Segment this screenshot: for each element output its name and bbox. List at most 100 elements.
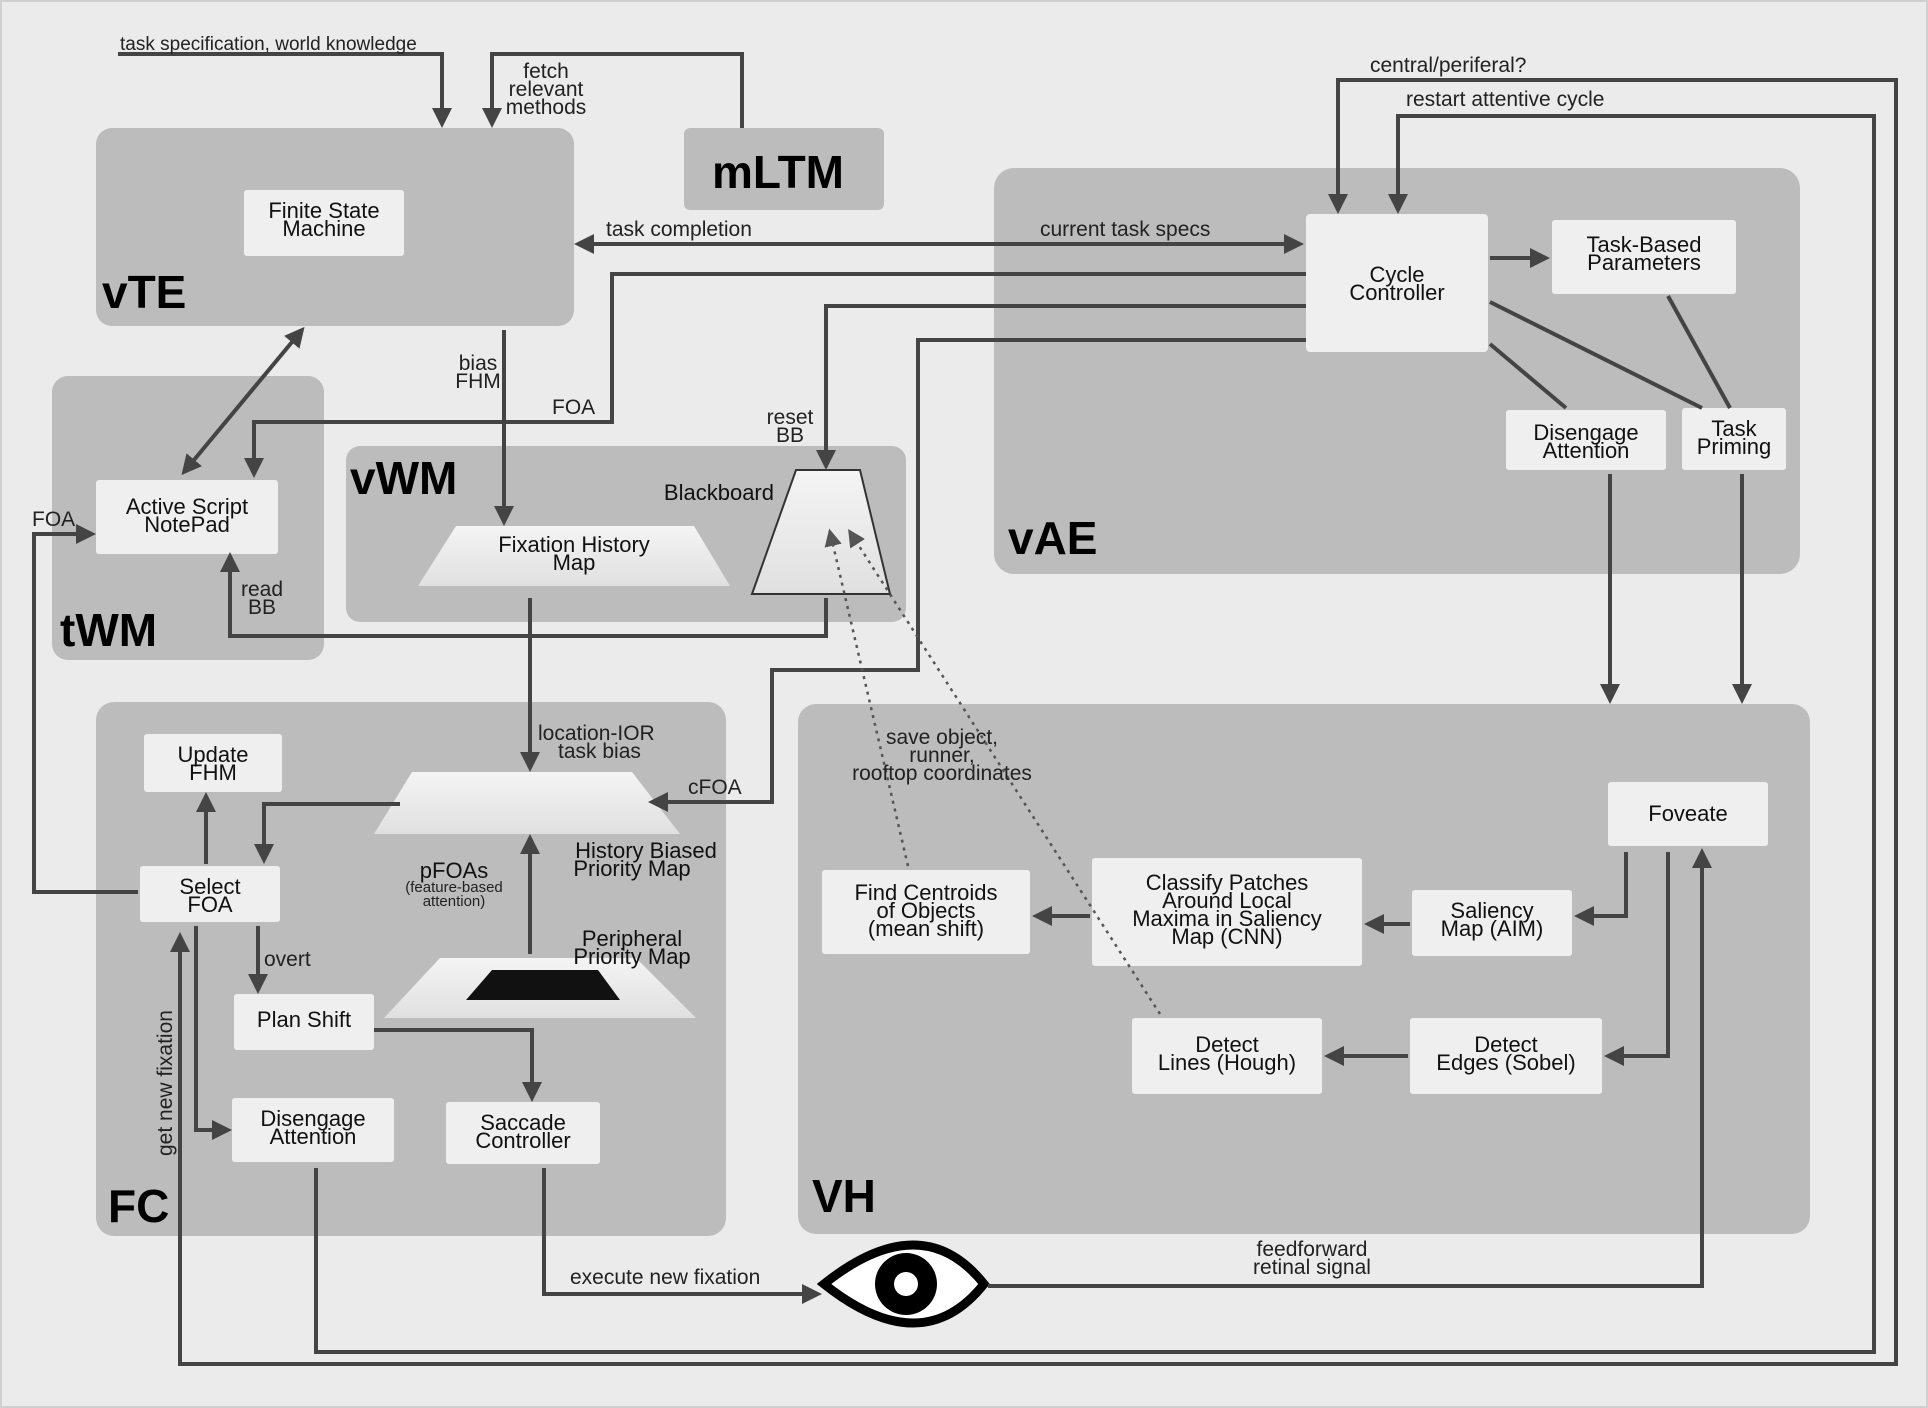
svg-text:Controller: Controller xyxy=(475,1128,570,1153)
label-foa-left: FOA xyxy=(32,508,75,531)
edge-execute-fixation xyxy=(542,1168,822,1304)
edge-save-centroids xyxy=(824,528,910,867)
detect-edges-node: Detect Edges (Sobel) xyxy=(1410,1018,1602,1094)
select-foa-node: Select FOA xyxy=(140,866,280,922)
label-feedforward: feedforward xyxy=(1257,1238,1368,1261)
find-centroids-node: Find Centroids of Objects (mean shift) xyxy=(822,870,1030,954)
svg-text:Edges (Sobel): Edges (Sobel) xyxy=(1436,1050,1575,1075)
edge-vte-notepad xyxy=(181,326,305,476)
svg-text:Foveate: Foveate xyxy=(1648,801,1728,826)
fc-disengage-attention-node: Disengage Attention xyxy=(232,1098,394,1162)
edge-feedforward xyxy=(988,848,1712,1288)
edge-task-specification xyxy=(118,52,452,128)
svg-text:(mean shift): (mean shift) xyxy=(868,916,984,941)
edge-reset-bb xyxy=(816,304,1306,470)
label-cfoa: cFOA xyxy=(688,776,742,799)
mltm-label: mLTM xyxy=(712,146,844,198)
fc-label: FC xyxy=(108,1180,169,1232)
label-reset: reset xyxy=(767,406,814,429)
finite-state-machine-node: Finite State Machine xyxy=(244,190,404,256)
label-execute-fixation: execute new fixation xyxy=(570,1266,760,1289)
foveate-node: Foveate xyxy=(1608,782,1768,846)
svg-text:Detect: Detect xyxy=(1474,1032,1538,1057)
svg-text:Detect: Detect xyxy=(1195,1032,1259,1057)
svg-text:Attention: Attention xyxy=(270,1124,357,1149)
svg-text:Disengage: Disengage xyxy=(1533,420,1638,445)
label-central-periferal: central/periferal? xyxy=(1370,54,1526,77)
svg-text:Cycle: Cycle xyxy=(1369,262,1424,287)
edge-cycle-priming xyxy=(1489,300,1703,410)
label-reset-bb: BB xyxy=(776,424,804,447)
label-foa-top: FOA xyxy=(552,396,595,419)
svg-text:Priority Map: Priority Map xyxy=(573,944,690,969)
task-based-parameters-node: Task-Based Parameters xyxy=(1552,220,1736,294)
label-read: read xyxy=(241,578,283,601)
label-overt: overt xyxy=(264,948,311,971)
edge-history-select xyxy=(254,802,400,864)
twm-label: tWM xyxy=(60,604,157,656)
mltm-region xyxy=(684,128,884,210)
edge-params-priming xyxy=(1666,295,1732,409)
svg-text:Parameters: Parameters xyxy=(1587,250,1701,275)
svg-text:Priming: Priming xyxy=(1697,434,1772,459)
edge-central-periferal xyxy=(170,78,1898,1366)
plan-shift-node: Plan Shift xyxy=(234,994,374,1050)
pfoas-note-line2: attention) xyxy=(423,893,486,910)
edge-plan-saccade xyxy=(374,1028,542,1102)
vae-disengage-attention-node: Disengage Attention xyxy=(1506,410,1666,470)
svg-text:Saccade: Saccade xyxy=(480,1110,566,1135)
label-current-task-specs: current task specs xyxy=(1040,218,1210,241)
svg-text:Saliency: Saliency xyxy=(1450,898,1533,923)
svg-text:Plan Shift: Plan Shift xyxy=(257,1007,351,1032)
label-read-bb: BB xyxy=(248,596,276,619)
label-task-bias: task bias xyxy=(558,740,641,763)
detect-lines-node: Detect Lines (Hough) xyxy=(1132,1018,1322,1094)
edge-cfoa xyxy=(648,338,1306,812)
vwm-label: vWM xyxy=(350,452,457,504)
active-script-notepad-node: Active Script NotePad xyxy=(96,480,278,554)
svg-text:Lines (Hough): Lines (Hough) xyxy=(1158,1050,1296,1075)
label-restart-cycle: restart attentive cycle xyxy=(1406,88,1604,111)
svg-text:Task: Task xyxy=(1711,416,1757,441)
svg-text:Controller: Controller xyxy=(1349,280,1444,305)
vh-label: VH xyxy=(812,1170,876,1222)
label-fetch-line1: fetch xyxy=(523,60,569,83)
svg-text:NotePad: NotePad xyxy=(144,512,230,537)
svg-text:Map (CNN): Map (CNN) xyxy=(1171,924,1282,949)
label-fhm: FHM xyxy=(455,370,501,393)
edge-cycle-disengage xyxy=(1488,342,1568,410)
saccade-controller-node: Saccade Controller xyxy=(446,1102,600,1164)
svg-text:Map: Map xyxy=(553,550,596,575)
label-fetch-line3: methods xyxy=(506,96,587,119)
vae-label: vAE xyxy=(1008,512,1097,564)
edge-restart-cycle xyxy=(314,114,1876,1354)
label-fetch-line2: relevant xyxy=(509,78,584,101)
svg-text:Machine: Machine xyxy=(282,216,365,241)
svg-text:Task-Based: Task-Based xyxy=(1587,232,1702,257)
edge-foveate-saliency xyxy=(1574,852,1628,926)
label-task-completion: task completion xyxy=(606,218,752,241)
label-runner: runner, xyxy=(909,744,974,767)
edge-foa-left xyxy=(32,524,138,894)
cycle-controller-node: Cycle Controller xyxy=(1306,214,1488,352)
label-task-specification: task specification, world knowledge xyxy=(120,34,417,55)
label-get-new-fixation: get new fixation xyxy=(154,1010,177,1156)
label-save-object: save object, xyxy=(886,726,998,749)
label-rooftop: rooftop coordinates xyxy=(852,762,1032,785)
task-priming-node: Task Priming xyxy=(1682,408,1786,470)
update-fhm-node: Update FHM xyxy=(144,734,282,792)
edge-foa-notepad xyxy=(244,272,1306,478)
edge-select-disengage xyxy=(194,926,232,1140)
svg-text:FHM: FHM xyxy=(189,760,237,785)
label-retinal-signal: retinal signal xyxy=(1253,1256,1371,1279)
label-bias: bias xyxy=(459,352,498,375)
fixation-history-map: Fixation History Map xyxy=(418,526,730,586)
svg-text:Disengage: Disengage xyxy=(260,1106,365,1131)
svg-text:Blackboard: Blackboard xyxy=(664,480,774,505)
svg-text:Attention: Attention xyxy=(1543,438,1630,463)
classify-patches-node: Classify Patches Around Local Maxima in … xyxy=(1092,858,1362,966)
eye-icon xyxy=(816,1240,990,1328)
svg-text:FOA: FOA xyxy=(187,892,233,917)
